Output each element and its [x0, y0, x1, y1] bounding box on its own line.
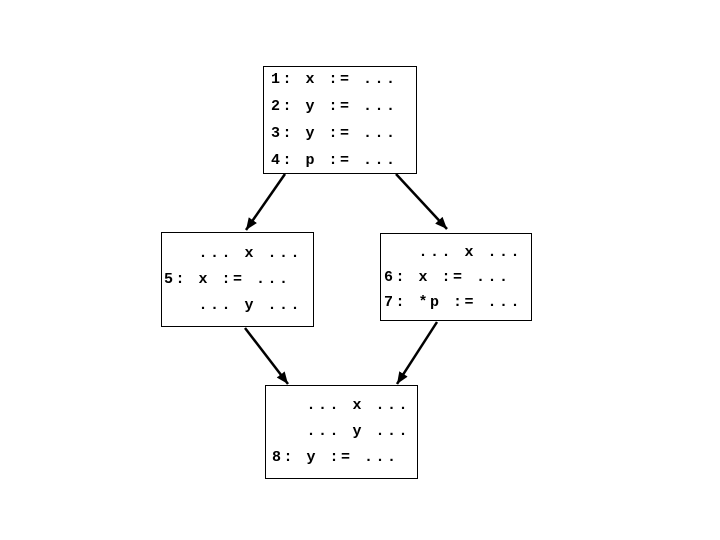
code-line: 4: p := ... [271, 152, 398, 169]
code-line: ... x ... [164, 244, 303, 262]
code-line: 8: y := ... [272, 449, 399, 466]
basic-block-6-7: ... x ... 6: x := ... 7: *p := ... [380, 233, 532, 321]
edge-arrow-block67-to-block8 [395, 321, 439, 385]
code-line: 6: x := ... [384, 268, 511, 286]
edge-arrow-block1-to-block5 [244, 173, 287, 231]
code-line: 1: x := ... [271, 71, 398, 88]
basic-block-5: ... x ... 5: x := ... ... y ... [161, 232, 314, 327]
code-line: 3: y := ... [271, 125, 398, 142]
code-line: 5: x := ... [164, 270, 291, 288]
code-line: 7: *p := ... [384, 293, 523, 311]
basic-block-8: ... x ... ... y ... 8: y := ... [265, 385, 418, 479]
edge-arrow-block1-to-block67 [395, 173, 448, 230]
code-line: ... y ... [272, 423, 411, 440]
code-line: ... x ... [272, 397, 411, 414]
edge-arrow-block5-to-block8 [244, 327, 289, 385]
code-line: 2: y := ... [271, 98, 398, 115]
basic-block-1: 1: x := ... 2: y := ... 3: y := ... 4: p… [263, 66, 417, 174]
code-line: ... y ... [164, 296, 303, 314]
code-line: ... x ... [384, 243, 523, 261]
